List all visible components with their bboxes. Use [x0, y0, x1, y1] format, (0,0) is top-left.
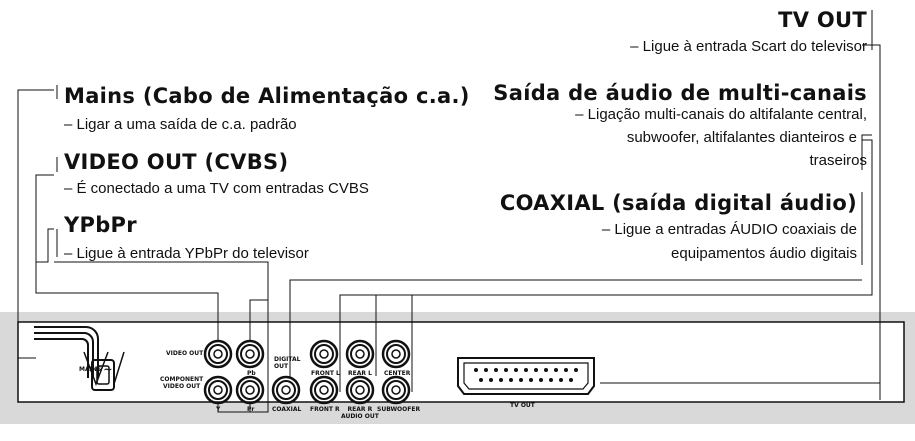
panel-label-pb: Pb	[247, 370, 256, 377]
callout-lines	[17, 10, 881, 413]
panel-label-coaxial: COAXIAL	[272, 406, 302, 413]
scart-connector	[457, 357, 595, 395]
jack-center	[381, 339, 411, 369]
tv-out-title: TV OUT	[778, 8, 867, 32]
panel-label-front-l: FRONT L	[311, 370, 340, 377]
multichannel-desc-2: subwoofer, altifalantes dianteiros e	[626, 129, 857, 146]
panel-label-rear-l: REAR L	[348, 370, 372, 377]
mains-desc: – Ligar a uma saída de c.a. padrão	[64, 116, 297, 133]
jack-front-r	[309, 375, 339, 405]
coaxial-desc-1: – Ligue a entradas ÁUDIO coaxiais de	[601, 221, 857, 238]
panel-label-tv-out: TV OUT	[510, 402, 535, 409]
multichannel-desc-3: traseiros	[809, 152, 867, 169]
panel-label-y: Y	[216, 406, 221, 413]
multichannel-title: Saída de áudio de multi-canais	[493, 81, 867, 105]
panel-label-subwoofer: SUBWOOFER	[377, 406, 421, 413]
panel-label-front-r: FRONT R	[310, 406, 340, 413]
panel-label-mains: MAINS ~	[79, 363, 113, 376]
ac-symbol: ~	[103, 363, 113, 376]
coaxial-desc-2: equipamentos áudio digitais	[671, 245, 857, 262]
panel-label-video-out: VIDEO OUT	[166, 350, 204, 357]
mains-title: Mains (Cabo de Alimentação c.a.)	[64, 84, 470, 108]
mains-cable	[34, 326, 125, 391]
ypbpr-title: YPbPr	[64, 213, 137, 237]
jack-rear-l	[345, 339, 375, 369]
multichannel-desc-1: – Ligação multi-canais do altifalante ce…	[575, 106, 867, 123]
jack-rear-r	[345, 375, 375, 405]
coaxial-title: COAXIAL (saída digital áudio)	[499, 191, 857, 215]
video-out-desc: – É conectado a uma TV com entradas CVBS	[64, 180, 369, 197]
jack-front-l	[309, 339, 339, 369]
jack-coaxial	[271, 375, 301, 405]
panel-label-center: CENTER	[384, 370, 411, 377]
panel-label-pr: Pr	[247, 406, 255, 413]
rca-jacks	[203, 339, 411, 405]
jack-subwoofer	[381, 375, 411, 405]
tv-out-desc: – Ligue à entrada Scart do televisor	[630, 38, 867, 55]
ypbpr-desc: – Ligue à entrada YPbPr do televisor	[64, 245, 309, 262]
video-out-title: VIDEO OUT (CVBS)	[64, 150, 289, 174]
